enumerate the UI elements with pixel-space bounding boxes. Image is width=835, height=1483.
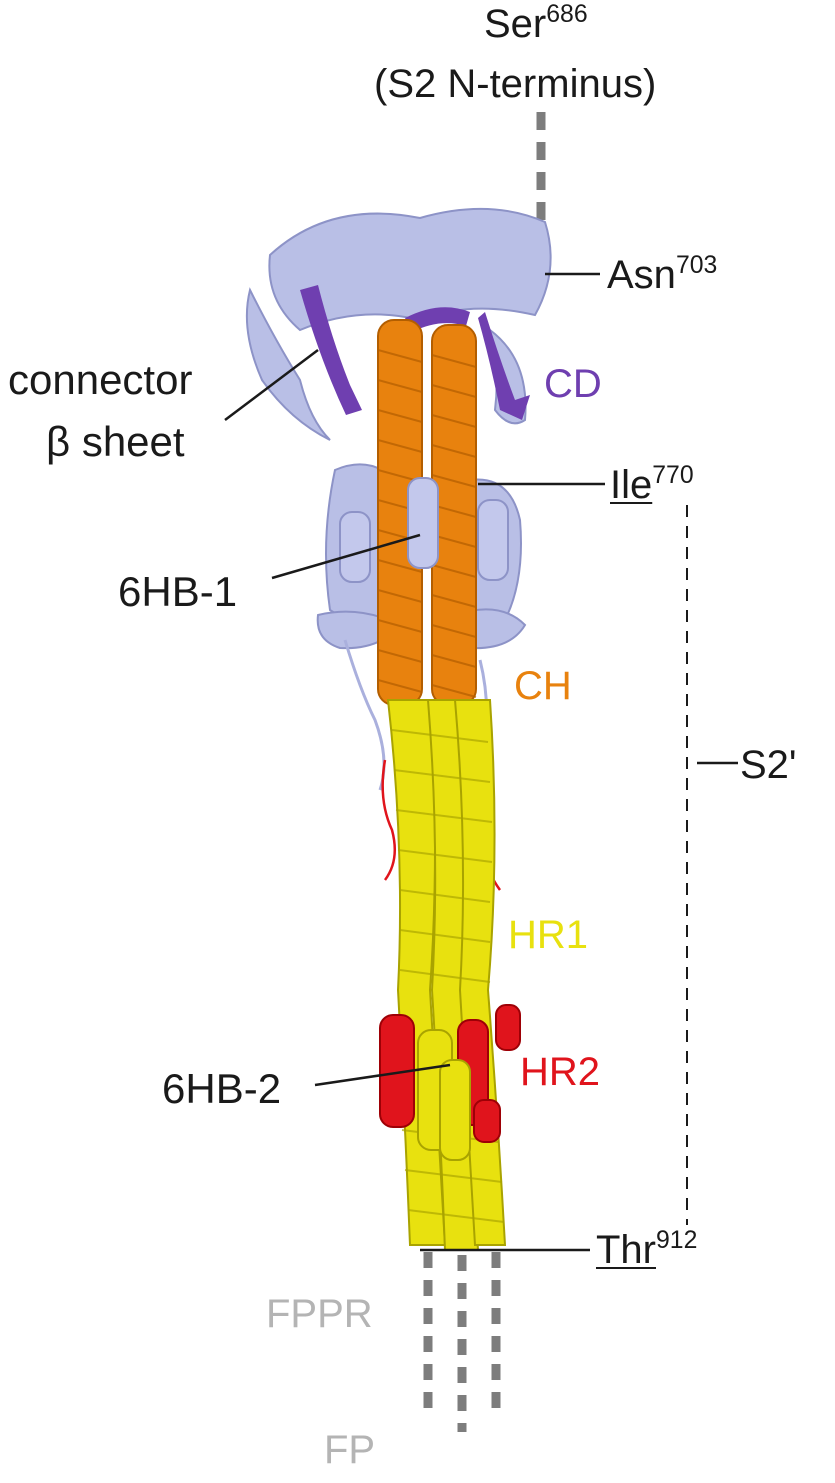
connector-leader — [224, 349, 319, 421]
hr2-strand-left — [381, 759, 397, 881]
asn-number: 703 — [675, 251, 718, 279]
ser686-label: Ser686 — [484, 0, 588, 47]
hr1-front-segments — [417, 1029, 471, 1161]
hb2-leader — [314, 1063, 451, 1087]
thr912-label: Thr912 — [596, 1226, 698, 1273]
leader-lines — [224, 272, 738, 1252]
fppr-fp-dashed-lines — [423, 1252, 501, 1432]
s2-n-terminus-label: (S2 N-terminus) — [374, 62, 657, 106]
ile-number: 770 — [652, 461, 694, 489]
asn-name: Asn — [607, 253, 676, 297]
hb1-leader — [271, 533, 421, 580]
hr1-helices — [386, 699, 507, 1251]
s2prime-label: S2' — [740, 743, 797, 787]
cd-domain — [300, 285, 530, 420]
cd-label: CD — [544, 362, 602, 406]
ser-number: 686 — [546, 0, 588, 28]
thr-name: Thr — [596, 1228, 656, 1272]
thr-number: 912 — [656, 1226, 698, 1254]
hr1-label: HR1 — [508, 913, 589, 957]
ile-name: Ile — [610, 463, 653, 507]
fppr-label: FPPR — [266, 1292, 373, 1336]
ile770-label: Ile770 — [610, 461, 694, 508]
ch-helices — [377, 319, 477, 706]
fp-label: FP — [324, 1428, 376, 1472]
hb1-label: 6HB-1 — [118, 568, 238, 615]
hr2-label: HR2 — [520, 1050, 601, 1094]
connector-label-line2: β sheet — [46, 418, 185, 465]
hb1-lavender-helices — [339, 477, 509, 583]
hb2-label: 6HB-2 — [162, 1065, 282, 1112]
hr2-helices — [379, 1004, 521, 1143]
ser-name: Ser — [484, 2, 547, 46]
asn703-label: Asn703 — [607, 251, 718, 298]
connector-label-line1: connector — [8, 356, 193, 403]
ch-label: CH — [514, 664, 572, 708]
